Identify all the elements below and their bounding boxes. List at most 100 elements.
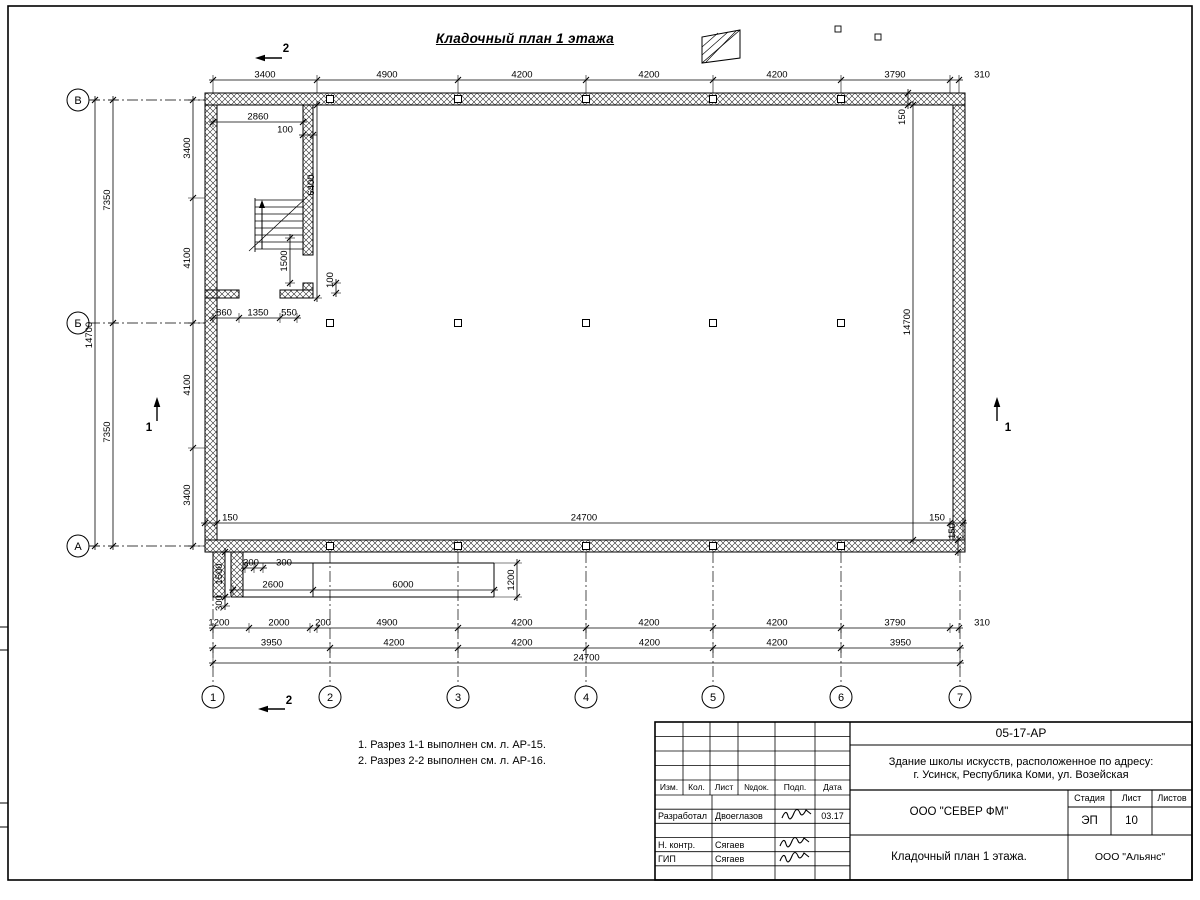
dim-label: 4100 xyxy=(182,374,193,395)
axis-bubble xyxy=(318,685,342,709)
column-marker xyxy=(837,542,845,550)
axis-label: 3 xyxy=(455,692,461,704)
column-marker xyxy=(454,319,462,327)
detail-sketch xyxy=(701,25,882,64)
column-marker xyxy=(709,542,717,550)
axis-bubble xyxy=(66,534,90,558)
axis-label: А xyxy=(74,541,82,553)
dim-label: 3400 xyxy=(254,70,275,81)
dimension-chain: 100 xyxy=(277,125,317,140)
axis-label: 5 xyxy=(710,692,716,704)
sig-name: Сягаев xyxy=(715,853,745,864)
axis-label: 7 xyxy=(957,692,963,704)
dim-label: 3950 xyxy=(261,638,282,649)
axis-bubble xyxy=(201,685,225,709)
sheet-label: Лист xyxy=(1121,793,1142,803)
small-marker xyxy=(874,33,882,41)
axis-label: В xyxy=(74,95,81,107)
header-col-label: №док. xyxy=(744,782,769,792)
dim-label: 24700 xyxy=(571,513,597,524)
dim-label: 1500 xyxy=(279,250,290,271)
column-marker xyxy=(326,319,334,327)
dim-label: 14700 xyxy=(902,309,913,335)
title-block: 05-17-АР Здание школы искусств, располож… xyxy=(655,722,1192,880)
header-col-label: Лист xyxy=(714,782,734,792)
column-marker xyxy=(582,319,590,327)
sheet-frame xyxy=(0,5,1193,881)
dim-label: 4100 xyxy=(182,247,193,268)
dim-label: 4200 xyxy=(638,70,659,81)
dim-label: 7350 xyxy=(102,189,113,210)
dim-label: 3790 xyxy=(884,618,905,629)
wall-segment xyxy=(204,289,240,299)
column-marker xyxy=(837,319,845,327)
dim-label: 300 xyxy=(243,558,259,569)
axis-bubble xyxy=(66,88,90,112)
axis-label: 2 xyxy=(327,692,333,704)
dimension-chain: 14700 xyxy=(902,101,960,544)
column-marker xyxy=(837,95,845,103)
axis-bubble xyxy=(574,685,598,709)
axis-bubble xyxy=(948,685,972,709)
column-marker xyxy=(709,95,717,103)
dim-label: 3400 xyxy=(182,137,193,158)
dim-label: 4200 xyxy=(766,638,787,649)
dim-label: 7350 xyxy=(102,421,113,442)
dim-label: 2600 xyxy=(262,580,283,591)
notes: 1. Разрез 1-1 выполнен см. л. АР-15. 2. … xyxy=(358,738,546,769)
note-line: 1. Разрез 1-1 выполнен см. л. АР-15. xyxy=(358,739,546,751)
axis-label: 6 xyxy=(838,692,844,704)
dim-label: 4200 xyxy=(383,638,404,649)
section-label: 2 xyxy=(283,43,289,55)
column-marker xyxy=(582,95,590,103)
header-col-label: Изм. xyxy=(659,782,679,792)
axis-label: Б xyxy=(74,318,81,330)
dimension-chain: 1200 xyxy=(494,559,522,601)
dim-label: 2860 xyxy=(247,112,268,123)
dim-label: 4200 xyxy=(511,618,532,629)
note-line: 2. Разрез 2-2 выполнен см. л. АР-16. xyxy=(358,754,546,767)
sig-date: 03.17 xyxy=(821,811,844,822)
wall-segment xyxy=(279,289,314,299)
dim-label: 6400 xyxy=(306,174,317,195)
sig-name: Сягаев xyxy=(715,839,745,850)
column-marker xyxy=(454,95,462,103)
title-block-lines xyxy=(654,721,1193,881)
dim-label: 1500 xyxy=(214,563,225,584)
dim-label: 4200 xyxy=(511,70,532,81)
dim-label: 2000 xyxy=(268,618,289,629)
wall-segment xyxy=(302,282,314,291)
dimension-chain: 14700 xyxy=(84,96,100,550)
axis-label: 1 xyxy=(210,692,216,704)
project-line: Здание школы искусств, расположенное по … xyxy=(888,755,1154,768)
dim-label: 14700 xyxy=(84,322,95,348)
dim-label: 150 xyxy=(947,523,958,539)
doc-number: 05-17-АР xyxy=(995,726,1047,740)
signature xyxy=(781,808,812,820)
dim-label: 310 xyxy=(974,618,990,629)
dim-label: 4900 xyxy=(376,70,397,81)
axis-label: 4 xyxy=(583,692,589,704)
dim-label: 3790 xyxy=(884,70,905,81)
sig-role: Разработал xyxy=(658,811,707,822)
dimension-chain: 2860 xyxy=(209,112,307,127)
project-name: Здание школы искусств, расположенное по … xyxy=(852,746,1190,790)
column-marker xyxy=(582,542,590,550)
dimension-chain: 150 xyxy=(947,523,963,556)
dim-label: 100 xyxy=(325,272,336,288)
dim-label: 300 xyxy=(214,595,225,611)
dim-label: 100 xyxy=(277,125,293,136)
wall-segment xyxy=(952,104,966,541)
column-marker xyxy=(326,95,334,103)
dim-label: 150 xyxy=(929,513,945,524)
dimension-chain: 100 xyxy=(325,272,341,297)
axes: 1 2 3 4 5 6 7 В Б А xyxy=(66,88,972,709)
